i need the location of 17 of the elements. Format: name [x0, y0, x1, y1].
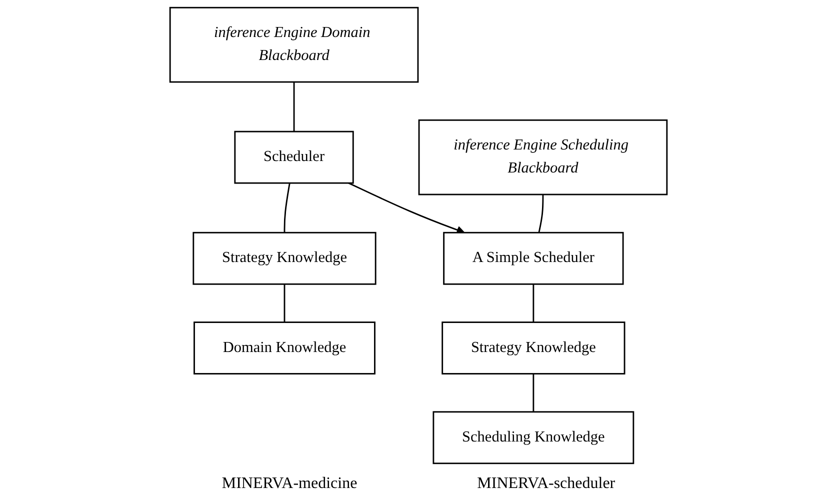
node-box: inference Engine Scheduling Blackboard [418, 119, 668, 196]
connector [293, 82, 295, 132]
node-box: inference Engine Domain Blackboard [169, 6, 419, 83]
node-box: A Simple Scheduler [443, 232, 624, 285]
node-box: Strategy Knowledge [192, 232, 376, 285]
connector [532, 284, 534, 322]
node-box: Scheduler [234, 130, 354, 184]
connector [284, 284, 286, 322]
system-name-label: MINERVA-scheduler [477, 475, 616, 493]
node-box: Scheduling Knowledge [432, 411, 634, 464]
connector [538, 194, 544, 233]
node-box: Domain Knowledge [194, 322, 376, 374]
connector [532, 374, 534, 412]
system-name-label: MINERVA-medicine [222, 475, 358, 493]
connector [284, 182, 290, 233]
node-box: Strategy Knowledge [442, 322, 626, 374]
arrow [348, 182, 465, 234]
